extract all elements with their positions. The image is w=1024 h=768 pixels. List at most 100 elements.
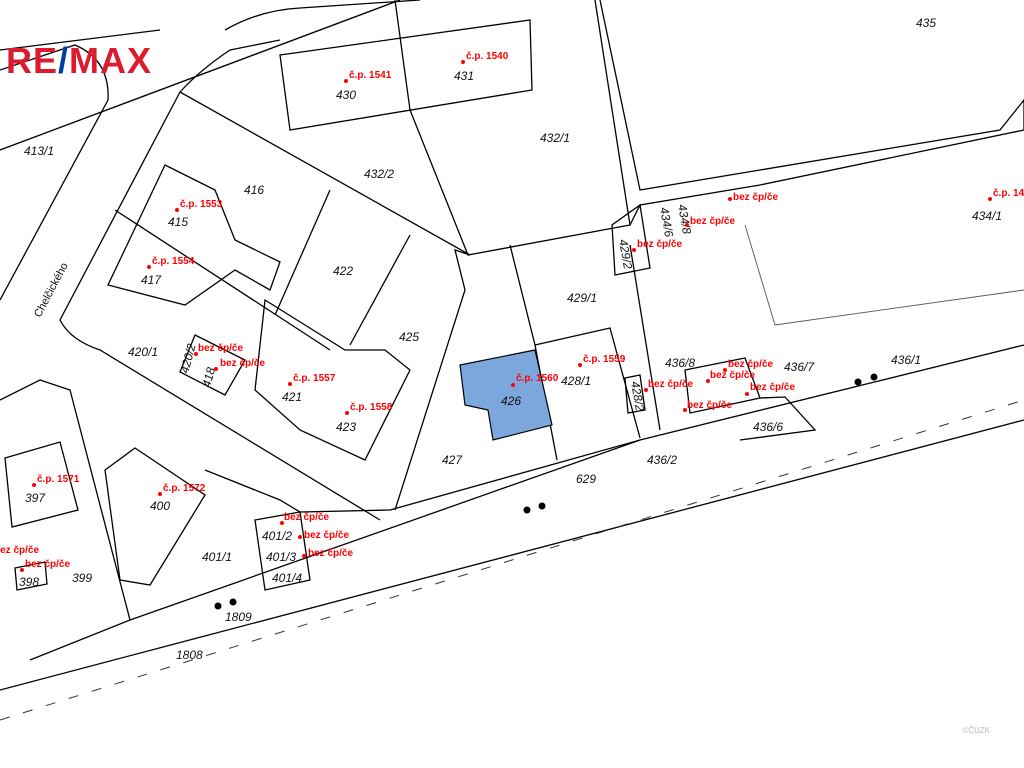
boundary-point <box>214 602 222 610</box>
house-number: č.p. 1541 <box>349 70 392 81</box>
block-edge <box>0 379 131 661</box>
parcel-label: 422 <box>333 264 353 278</box>
parcel-labels: 435 430 431 413/1 432/1 432/2 416 415 41… <box>19 16 1002 662</box>
house-number: č.p. 1560 <box>516 373 559 384</box>
building <box>624 374 646 414</box>
parcel-label: 418 <box>199 365 218 388</box>
parcel-label: 435 <box>916 16 936 30</box>
house-number: bez čp/če <box>648 379 693 390</box>
parcel-label: 413/1 <box>24 144 54 158</box>
parcel-line <box>389 439 641 511</box>
parcel-label: 1808 <box>176 648 203 662</box>
house-number: č.p. 1557 <box>293 373 336 384</box>
building <box>279 19 533 131</box>
parcel-label: 420/2 <box>177 342 198 375</box>
house-number: bez čp/če <box>687 400 732 411</box>
parcel-label: 431 <box>454 69 474 83</box>
parcel-label: 401/1 <box>202 550 232 564</box>
parcel-label: 430 <box>336 88 356 102</box>
parcel-label: 434/6 <box>657 206 676 238</box>
house-number: č.p. 14 <box>993 188 1024 199</box>
parcel-line <box>114 189 411 351</box>
remax-logo: RE/MAX <box>6 40 152 82</box>
road-edge <box>0 419 1024 691</box>
road-edge <box>0 29 161 51</box>
building <box>4 441 79 528</box>
parcel-label: 429/1 <box>567 291 597 305</box>
parcel-line <box>204 469 391 513</box>
parcel-label: 398 <box>19 575 39 589</box>
house-number: bez čp/če <box>750 382 795 393</box>
parcel-label: 425 <box>399 330 419 344</box>
parcel-label: 436/6 <box>753 420 783 434</box>
parcel-label: 436/7 <box>784 360 815 374</box>
house-number: bez čp/če <box>0 545 39 556</box>
building <box>254 298 411 461</box>
road-edge <box>224 0 421 31</box>
parcel-label: 427 <box>442 453 463 467</box>
parcel-label: 629 <box>576 472 596 486</box>
house-number: bez čp/če <box>304 530 349 541</box>
house-number: bez čp/če <box>25 559 70 570</box>
parcel-label: 397 <box>25 491 46 505</box>
parcel-label: 428/2 <box>628 380 647 412</box>
parcel-label: 400 <box>150 499 170 513</box>
house-number: bez čp/če <box>284 512 329 523</box>
parcel-label: 436/2 <box>647 453 677 467</box>
parcel-label: 436/1 <box>891 353 921 367</box>
parcel-line <box>739 396 817 441</box>
house-number: č.p. 1572 <box>163 483 206 494</box>
house-number: bez čp/če <box>690 216 735 227</box>
parcel-label: 426 <box>501 394 521 408</box>
parcel-label: 417 <box>141 273 162 287</box>
house-number: č.p. 1540 <box>466 51 509 62</box>
house-number: č.p. 1558 <box>350 402 393 413</box>
house-number: bez čp/če <box>728 359 773 370</box>
parcel-label: 1809 <box>225 610 252 624</box>
building <box>107 164 281 306</box>
boundary-point <box>523 506 531 514</box>
logo-slash: / <box>58 40 70 81</box>
parcel-line <box>394 0 631 256</box>
house-number: č.p. 1559 <box>583 354 626 365</box>
road-edge <box>0 44 109 301</box>
house-number: bez čp/če <box>198 343 243 354</box>
highlighted-parcel-426[interactable] <box>459 349 553 441</box>
boundary-point <box>538 502 546 510</box>
parcel-label: 423 <box>336 420 356 434</box>
parcel-label: 428/1 <box>561 374 591 388</box>
parcel-label: 420/1 <box>128 345 158 359</box>
parcel-line <box>629 244 661 431</box>
building <box>611 203 651 276</box>
boundary-point <box>854 378 862 386</box>
building <box>104 447 206 586</box>
house-number: bez čp/če <box>733 192 778 203</box>
building <box>179 334 246 396</box>
copyright: ©ČÚZK <box>962 726 990 735</box>
parcel-line <box>179 91 471 511</box>
house-number: bez čp/če <box>710 370 755 381</box>
block-edge <box>59 91 381 521</box>
logo-text: MAX <box>69 40 153 81</box>
boundary-point <box>870 373 878 381</box>
road-dashed <box>0 399 1024 721</box>
parcel-label: 432/1 <box>540 131 570 145</box>
parcel-label: 436/8 <box>665 356 695 370</box>
building-outline <box>744 224 1024 326</box>
parcel-label: 429/2 <box>616 238 635 270</box>
parcel-label: 399 <box>72 571 92 585</box>
parcel-label: 416 <box>244 183 264 197</box>
house-number: č.p. 1554 <box>152 256 195 267</box>
building <box>254 511 311 591</box>
parcel-label: 432/2 <box>364 167 394 181</box>
parcel-label: 401/4 <box>272 571 302 585</box>
boundary-point <box>229 598 237 606</box>
logo-text: RE <box>6 40 59 81</box>
parcel-line <box>599 0 1024 226</box>
house-number-labels: č.p. 1541 č.p. 1540 č.p. 1553 č.p. 1554 … <box>0 51 1024 572</box>
road-edge <box>179 39 281 93</box>
road-edge <box>0 0 401 151</box>
parcel-label: 401/3 <box>266 550 296 564</box>
